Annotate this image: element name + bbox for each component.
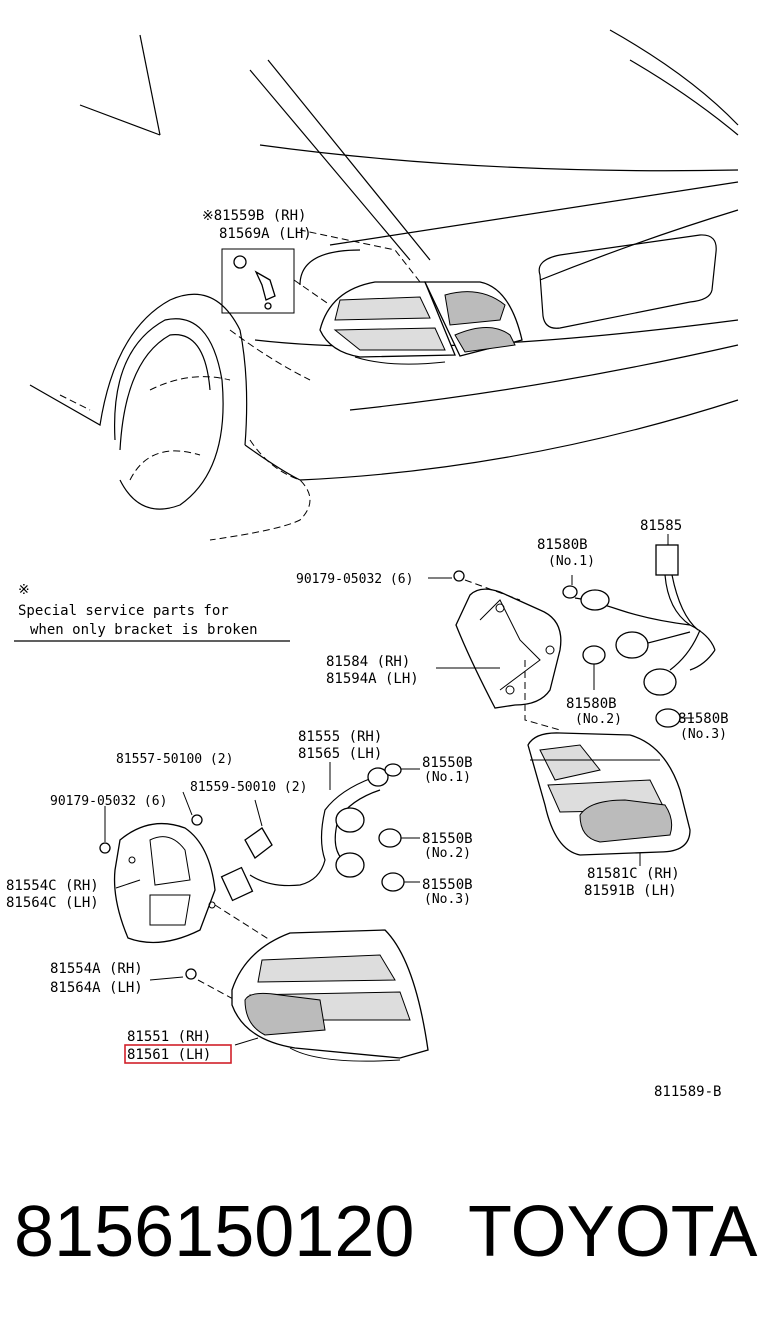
label-81580B-no1: 81580B bbox=[537, 537, 588, 553]
note-line-2: when only bracket is broken bbox=[30, 622, 258, 638]
label-81591B: 81591B (LH) bbox=[584, 883, 677, 899]
tail-lamp-on-car bbox=[319, 281, 523, 365]
label-81557-50100: 81557-50100 (2) bbox=[116, 752, 233, 767]
harness-81585 bbox=[562, 534, 716, 728]
label-81580B-no3: 81580B bbox=[678, 711, 729, 727]
label-81561: 81561 (LH) bbox=[127, 1047, 211, 1063]
label-90179-top: 90179-05032 (6) bbox=[296, 572, 413, 587]
label-81550B-no1: 81550B bbox=[422, 755, 473, 771]
label-81580B-no3-sub: (No.3) bbox=[680, 727, 727, 742]
label-81550B-no2-sub: (No.2) bbox=[424, 846, 471, 861]
label-81564A: 81564A (LH) bbox=[50, 980, 143, 996]
outer-lens-81551 bbox=[115, 879, 429, 1062]
label-81564C: 81564C (LH) bbox=[6, 895, 99, 911]
label-81569A: 81569A (LH) bbox=[219, 226, 312, 242]
label-81550B-no1-sub: (No.1) bbox=[424, 770, 471, 785]
label-81594A: 81594A (LH) bbox=[326, 671, 419, 687]
car-body-outline bbox=[29, 29, 739, 541]
label-81581C: 81581C (RH) bbox=[587, 866, 680, 882]
label-81580B-no1-sub: (No.1) bbox=[548, 554, 595, 569]
label-81551: 81551 (RH) bbox=[127, 1029, 211, 1045]
bracket-inset bbox=[221, 229, 421, 314]
inner-lens-81581C bbox=[527, 732, 691, 866]
note-symbol: ※ bbox=[18, 582, 30, 598]
leader-lines bbox=[428, 577, 500, 669]
brand-name: TOYOTA bbox=[468, 1192, 757, 1272]
label-90179-left: 90179-05032 (6) bbox=[50, 794, 167, 809]
bracket-81559 bbox=[182, 791, 273, 859]
callout-labels: ※81559B (RH) 81569A (LH) 81585 81580B (N… bbox=[6, 208, 729, 1100]
label-81559-50010: 81559-50010 (2) bbox=[190, 780, 307, 795]
footer: 8156150120 TOYOTA bbox=[14, 1192, 757, 1272]
bulb-socket-harness-81555 bbox=[220, 762, 420, 902]
label-81565: 81565 (LH) bbox=[298, 746, 382, 762]
label-81585: 81585 bbox=[640, 518, 682, 534]
label-81580B-no2-sub: (No.2) bbox=[575, 712, 622, 727]
lamp-socket-plate bbox=[453, 570, 562, 731]
part-number: 8156150120 bbox=[14, 1192, 414, 1272]
label-81580B-no2: 81580B bbox=[566, 696, 617, 712]
special-service-note: ※ Special service parts for when only br… bbox=[14, 582, 290, 642]
gasket-81554C bbox=[99, 806, 271, 944]
label-81554A: 81554A (RH) bbox=[50, 961, 143, 977]
label-81559B: ※81559B (RH) bbox=[202, 208, 306, 224]
label-81550B-no3: 81550B bbox=[422, 877, 473, 893]
label-81550B-no3-sub: (No.3) bbox=[424, 892, 471, 907]
label-81555: 81555 (RH) bbox=[298, 729, 382, 745]
label-81554C: 81554C (RH) bbox=[6, 878, 99, 894]
highlight-box bbox=[124, 1044, 232, 1064]
label-81584: 81584 (RH) bbox=[326, 654, 410, 670]
note-line-1: Special service parts for bbox=[18, 603, 229, 619]
label-81550B-no2: 81550B bbox=[422, 831, 473, 847]
figure-code: 811589-B bbox=[654, 1084, 721, 1100]
